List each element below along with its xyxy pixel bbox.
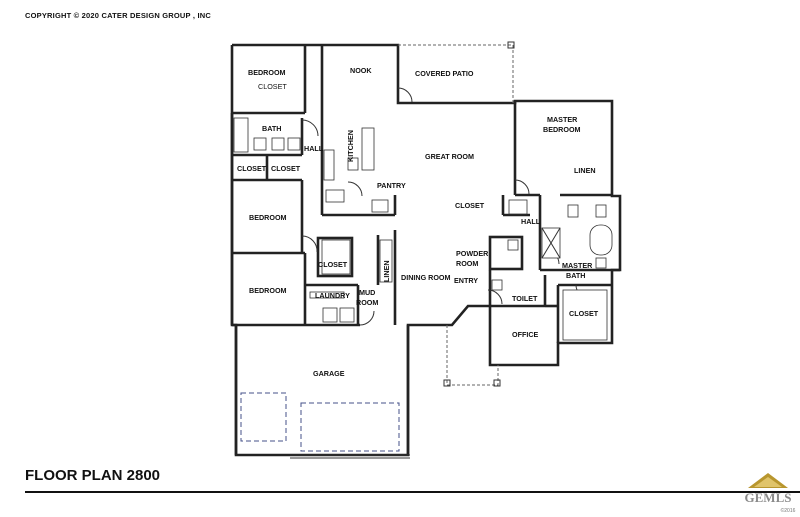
label-closet-5: CLOSET: [318, 260, 348, 269]
logo-year: ©2016: [781, 507, 796, 514]
label-closet-3: CLOSET: [271, 164, 301, 173]
label-closet-6: CLOSET: [569, 309, 599, 318]
label-mud-room-1: MUD: [359, 288, 375, 297]
label-master-bath-1: MASTER: [562, 261, 593, 270]
label-bath: BATH: [262, 124, 281, 133]
label-laundry: LAUNDRY: [315, 291, 350, 300]
label-master-bedroom-1: MASTER: [547, 115, 578, 124]
label-powder-1: POWDER: [456, 249, 489, 258]
gemls-logo: GEMLS ©2016: [745, 473, 796, 514]
label-toilet: TOILET: [512, 294, 538, 303]
patio-outline: [398, 41, 515, 387]
fixtures: [233, 117, 613, 341]
label-covered-patio: COVERED PATIO: [415, 69, 474, 78]
label-powder-2: ROOM: [456, 259, 478, 268]
interior-walls: [232, 45, 620, 455]
label-closet-2: CLOSET: [237, 164, 267, 173]
label-garage: GARAGE: [313, 369, 345, 378]
label-master-bath-2: BATH: [566, 271, 585, 280]
label-closet-1: CLOSET: [258, 82, 287, 91]
label-kitchen: KITCHEN: [346, 130, 355, 162]
logo-name: GEMLS: [745, 490, 792, 505]
garage-doors: [240, 392, 410, 459]
label-mud-room-2: ROOM: [356, 298, 378, 307]
label-hall-1: HALL: [304, 144, 324, 153]
label-master-bedroom-2: BEDROOM: [543, 125, 581, 134]
label-bedroom-1: BEDROOM: [248, 68, 286, 77]
label-great-room: GREAT ROOM: [425, 152, 474, 161]
title-divider: [25, 491, 800, 493]
label-closet-4: CLOSET: [455, 201, 485, 210]
label-dining-room: DINING ROOM: [401, 273, 451, 282]
label-nook: NOOK: [350, 66, 372, 75]
label-entry: ENTRY: [454, 276, 478, 285]
label-bedroom-3: BEDROOM: [249, 286, 287, 295]
copyright-notice: COPYRIGHT © 2020 CATER DESIGN GROUP , IN…: [25, 11, 211, 20]
room-labels: BEDROOM CLOSET NOOK COVERED PATIO BATH H…: [237, 66, 599, 378]
label-linen-1: LINEN: [574, 166, 596, 175]
floor-plan-title: FLOOR PLAN 2800: [25, 467, 161, 484]
label-hall-2: HALL: [521, 217, 541, 226]
label-bedroom-2: BEDROOM: [249, 213, 287, 222]
label-linen-2: LINEN: [382, 260, 391, 282]
exterior-walls: [230, 43, 622, 457]
label-pantry: PANTRY: [377, 181, 406, 190]
label-office: OFFICE: [512, 330, 539, 339]
